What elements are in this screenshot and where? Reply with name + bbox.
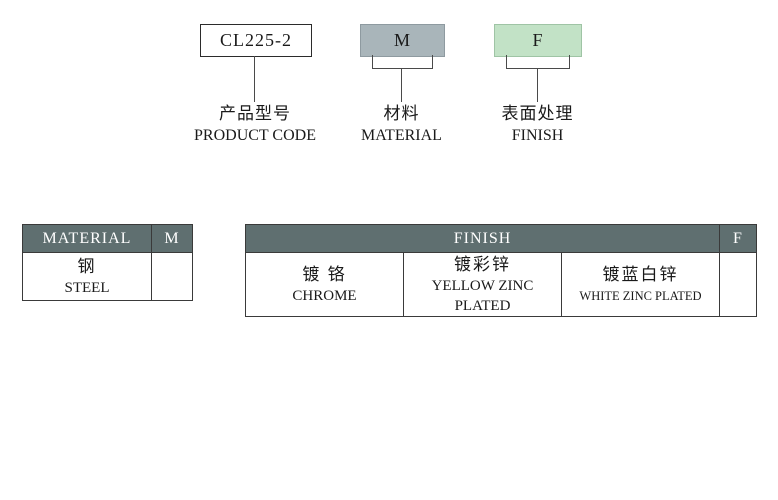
finish-yellow-zinc-en: YELLOW ZINC PLATED xyxy=(431,278,534,314)
finish-cell-chrome: 镀 铬 CHROME xyxy=(245,252,404,317)
finish-cell-yellow-zinc: 镀彩锌 YELLOW ZINC PLATED xyxy=(403,252,562,317)
finish-white-zinc-cn: 镀蓝白锌 xyxy=(602,265,679,284)
product-code-box: CL225-2 xyxy=(200,24,312,57)
finish-code-body-cell xyxy=(719,252,757,317)
finish-white-zinc-en: WHITE ZINC PLATED xyxy=(579,289,702,303)
finish-table: FINISH F 镀 铬 CHROME 镀彩锌 YELLOW ZINC PLAT… xyxy=(245,224,757,317)
material-steel-en: STEEL xyxy=(64,280,110,296)
finish-table-header: FINISH xyxy=(245,224,720,253)
material-label-cn: 材料 xyxy=(383,104,420,123)
material-table-code-cell: M xyxy=(151,224,193,253)
material-label-en: MATERIAL xyxy=(361,127,442,144)
material-cell-steel: 钢 STEEL xyxy=(22,252,152,301)
finish-chrome-en: CHROME xyxy=(292,288,357,304)
finish-table-header-row: FINISH F xyxy=(245,224,757,253)
finish-table-row: 镀 铬 CHROME 镀彩锌 YELLOW ZINC PLATED 镀蓝白锌 W… xyxy=(245,252,757,317)
finish-table-code-cell: F xyxy=(719,224,757,253)
material-code-box: M xyxy=(360,24,445,57)
product-code-label-en: PRODUCT CODE xyxy=(194,127,316,144)
finish-code-box: F xyxy=(494,24,582,57)
finish-chrome-cn: 镀 铬 xyxy=(302,265,347,284)
product-code-label: 产品型号 PRODUCT CODE xyxy=(180,103,330,147)
product-code-value: CL225-2 xyxy=(220,30,292,50)
material-table-row: 钢 STEEL xyxy=(22,252,193,301)
material-table-header-row: MATERIAL M xyxy=(22,224,193,253)
material-table-header: MATERIAL xyxy=(22,224,152,253)
product-code-label-cn: 产品型号 xyxy=(219,104,291,123)
finish-connector-bracket xyxy=(506,55,570,69)
material-steel-cn: 钢 xyxy=(77,257,97,276)
material-label: 材料 MATERIAL xyxy=(348,103,455,147)
product-code-connector-line xyxy=(254,56,255,102)
material-connector-bracket xyxy=(372,55,433,69)
finish-label: 表面处理 FINISH xyxy=(477,103,598,147)
finish-code-value: F xyxy=(532,30,544,50)
material-code-value: M xyxy=(393,30,411,50)
finish-label-cn: 表面处理 xyxy=(501,104,574,123)
finish-yellow-zinc-cn: 镀彩锌 xyxy=(454,255,511,274)
finish-label-en: FINISH xyxy=(511,127,564,144)
material-code-body-cell xyxy=(151,252,193,301)
material-table: MATERIAL M 钢 STEEL xyxy=(22,224,193,301)
material-connector-line xyxy=(401,68,402,102)
finish-cell-white-zinc: 镀蓝白锌 WHITE ZINC PLATED xyxy=(561,252,720,317)
finish-connector-line xyxy=(537,68,538,102)
